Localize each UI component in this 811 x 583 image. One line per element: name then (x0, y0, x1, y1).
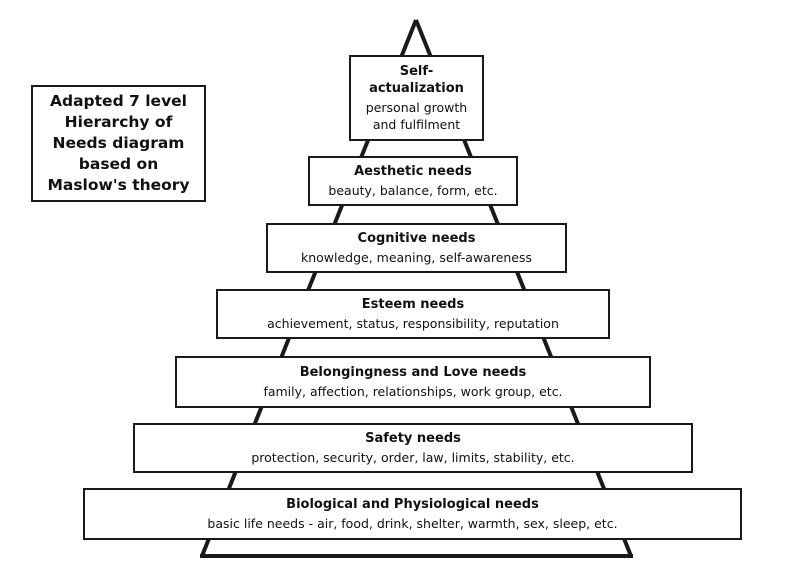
level-title: Biological and Physiological needs (286, 497, 539, 512)
level-description: family, affection, relationships, work g… (263, 384, 563, 399)
level-description: personal growth and fulfilment (366, 99, 467, 133)
level-title: Aesthetic needs (354, 164, 472, 179)
level-title: Belongingness and Love needs (299, 365, 527, 380)
level-self-actualization: Self- actualization personal growth and … (349, 55, 484, 141)
level-safety-needs: Safety needs protection, security, order… (133, 423, 693, 473)
level-title: Cognitive needs (357, 231, 476, 246)
level-title: Safety needs (365, 431, 461, 446)
level-title-line: Self- (399, 64, 434, 79)
level-cognitive-needs: Cognitive needs knowledge, meaning, self… (266, 223, 567, 273)
caption-line: Needs diagram (52, 134, 185, 152)
level-title: Esteem needs (361, 297, 465, 312)
caption-line: Hierarchy of (64, 113, 173, 131)
level-biological-physiological-needs: Biological and Physiological needs basic… (83, 488, 742, 540)
level-description: protection, security, order, law, limits… (251, 450, 575, 465)
level-belongingness-love-needs: Belongingness and Love needs family, aff… (175, 356, 651, 408)
caption-line: Adapted 7 level (50, 92, 187, 110)
level-description-line: personal growth (365, 100, 468, 115)
level-esteem-needs: Esteem needs achievement, status, respon… (216, 289, 610, 339)
level-description: achievement, status, responsibility, rep… (267, 316, 559, 331)
level-description-line: and fulfilment (372, 117, 461, 132)
level-description: knowledge, meaning, self-awareness (300, 250, 533, 265)
level-description: beauty, balance, form, etc. (328, 183, 498, 198)
level-description: basic life needs - air, food, drink, she… (207, 516, 618, 531)
level-title: Self- actualization (369, 63, 464, 97)
level-aesthetic-needs: Aesthetic needs beauty, balance, form, e… (308, 156, 518, 206)
caption-line: Maslow's theory (47, 176, 190, 194)
diagram-caption-box: Adapted 7 level Hierarchy of Needs diagr… (31, 85, 206, 202)
caption-line: based on (78, 155, 159, 173)
level-title-line: actualization (369, 81, 464, 96)
